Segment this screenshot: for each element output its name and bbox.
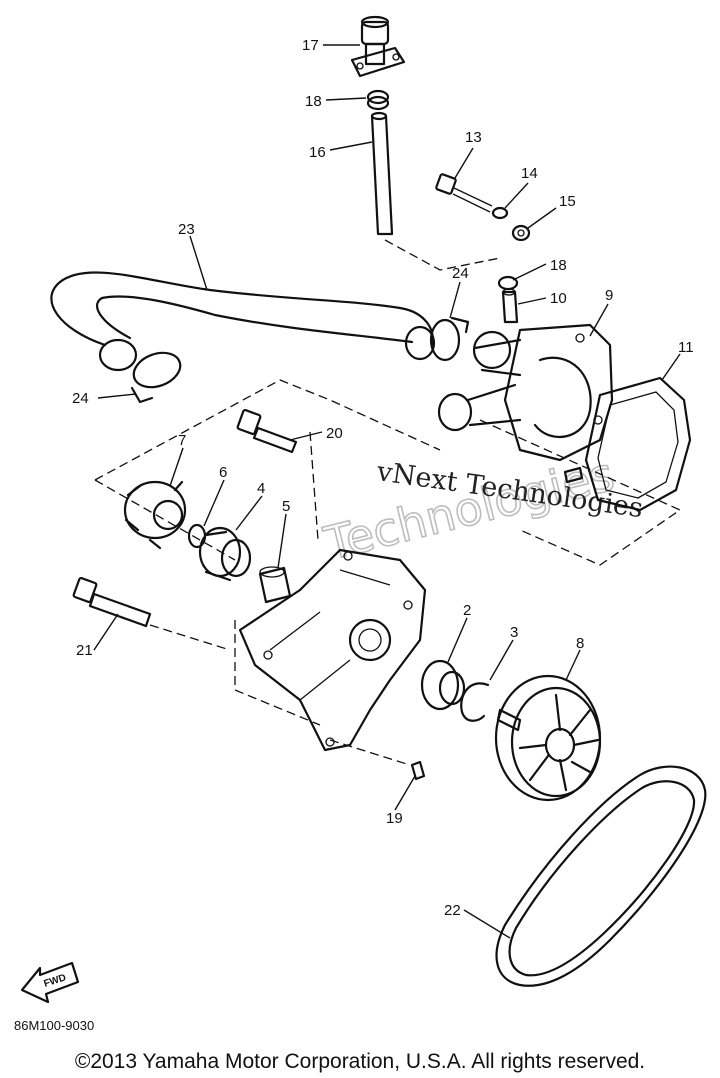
fwd-arrow-icon: FWD xyxy=(20,961,80,1004)
callout-8: 8 xyxy=(576,635,584,652)
copyright-notice: ©2013 Yamaha Motor Corporation, U.S.A. A… xyxy=(74,1050,646,1073)
part-21-bolt xyxy=(72,576,152,628)
part-13-bolt xyxy=(435,173,493,213)
part-16-hose xyxy=(370,111,394,236)
callout-19: 19 xyxy=(386,810,403,827)
part-20-bolt xyxy=(236,408,298,454)
callout-2: 2 xyxy=(463,602,471,619)
callout-21: 21 xyxy=(76,642,93,659)
part-24-clamp-left xyxy=(130,351,182,404)
part-10-pipe xyxy=(501,288,519,324)
part-4-seal xyxy=(198,526,252,582)
water-pump-exploded-diagram: Technologies vNext Technologies xyxy=(20,15,707,1004)
callout-24b: 24 xyxy=(72,390,89,407)
callout-11: 11 xyxy=(678,339,694,356)
part-8-pulley xyxy=(494,674,602,802)
callout-17: 17 xyxy=(302,37,319,54)
callout-24a: 24 xyxy=(452,265,469,282)
callout-7: 7 xyxy=(178,432,186,449)
callout-16: 16 xyxy=(309,144,326,161)
part-5-bushing xyxy=(258,566,292,604)
part-7-impeller xyxy=(123,480,187,550)
callout-23: 23 xyxy=(178,221,195,238)
part-23-hose xyxy=(50,271,436,372)
callout-10: 10 xyxy=(550,290,567,307)
callout-3: 3 xyxy=(510,624,518,641)
part-17-fitting xyxy=(350,15,406,78)
callout-20: 20 xyxy=(326,425,343,442)
part-19-dowel xyxy=(410,760,426,781)
watermark: Technologies vNext Technologies xyxy=(318,446,645,572)
part-2-bearing xyxy=(420,659,466,711)
part-6-washer xyxy=(187,523,207,549)
pump-housing xyxy=(238,548,427,752)
part-14-washer xyxy=(491,206,509,220)
callout-9: 9 xyxy=(605,287,613,304)
assembly-dash-lines xyxy=(94,239,682,766)
part-18-clamp xyxy=(366,89,390,111)
callout-4: 4 xyxy=(257,480,265,497)
part-11-gasket xyxy=(584,376,692,512)
callout-6: 6 xyxy=(219,464,227,481)
callout-18b: 18 xyxy=(550,257,567,274)
callout-15: 15 xyxy=(559,193,576,210)
part-22-belt xyxy=(495,765,707,987)
callout-14: 14 xyxy=(521,165,538,182)
part-24-clamp-right xyxy=(429,316,470,362)
part-15-washer xyxy=(511,224,531,242)
part-9-pump-cover xyxy=(437,323,614,484)
callout-22: 22 xyxy=(444,902,461,919)
callout-18: 18 xyxy=(305,93,322,110)
diagram-code: 86M100-9030 xyxy=(14,1018,95,1033)
callout-numbers: 17 18 16 13 14 15 23 18 10 24 9 11 24 20… xyxy=(72,37,694,919)
callout-5: 5 xyxy=(282,498,290,515)
callout-13: 13 xyxy=(465,129,482,146)
leader-lines xyxy=(93,44,681,939)
part-3-circlip xyxy=(460,682,490,722)
